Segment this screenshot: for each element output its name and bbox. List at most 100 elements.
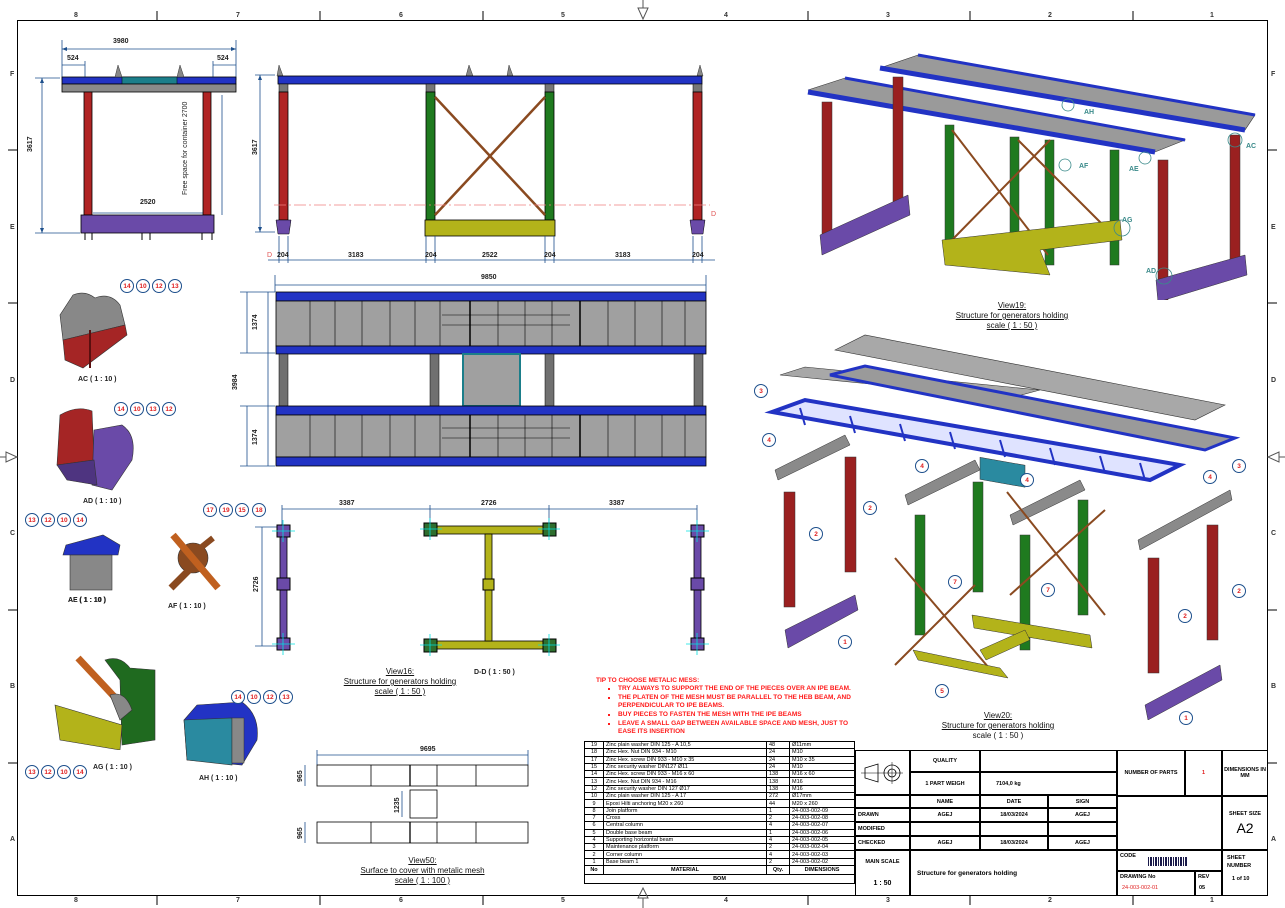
span-dim-4: 2522 — [482, 252, 498, 259]
view20-title: View20: — [983, 711, 1013, 720]
section-span-dim-3: 3387 — [609, 500, 625, 507]
detail-ae-balloon-3: 10 — [57, 513, 71, 527]
section-span-dim-1: 3387 — [339, 500, 355, 507]
bom-material: Zinc plain washer DIN 125 - A 10,5 — [603, 740, 767, 750]
bom-material: Zinc plain washer DIN 125 - A 17 — [603, 792, 767, 801]
zone-col-5-bottom: 5 — [561, 897, 565, 904]
tip-item: THE PLATEN OF THE MESH MUST BE PARALLEL … — [618, 694, 856, 710]
view20-balloon-2a: 2 — [809, 527, 823, 541]
zone-row-d-right: D — [1271, 377, 1277, 384]
detail-ah-drawing — [183, 701, 258, 766]
side-elevation-drawing — [255, 64, 715, 263]
view50-subtitle: Surface to cover with metalic mesh — [360, 866, 485, 875]
modified-sign — [1048, 822, 1117, 836]
detail-af-balloon-1: 17 — [203, 503, 217, 517]
number-of-parts-value: 1 — [1185, 750, 1222, 796]
detail-ah-balloon-2: 10 — [247, 690, 261, 704]
bom-dim: 24-003-002-03 — [789, 850, 855, 859]
zone-col-2: 2 — [1048, 12, 1052, 19]
detail-ae-caption: AE ( 1 : 10 ) — [68, 597, 107, 604]
sheet-size-cell: SHEET SIZE A2 — [1222, 796, 1268, 850]
tip-item: LEAVE A SMALL GAP BETWEEN AVAILABLE SPAC… — [618, 720, 856, 736]
bom-material: Epoxi Hilti anchoring M20 x 260 — [603, 799, 767, 808]
zone-row-c: C — [10, 530, 16, 537]
detail-ae-balloon-2: 12 — [41, 513, 55, 527]
section-dd-label: D-D ( 1 : 50 ) — [474, 669, 515, 676]
barcode-icon — [1148, 857, 1188, 866]
modified-name — [910, 822, 980, 836]
bom-dim: 24-003-002-09 — [789, 806, 855, 815]
bom-no: 15 — [584, 762, 604, 772]
view50-drawing — [304, 750, 529, 844]
bom-material: Zinc Hex. screw DIN 933 - M10 x 35 — [603, 755, 767, 764]
bom-qty: 1 — [766, 828, 790, 837]
view19-marker-af: AF — [1079, 163, 1089, 170]
detail-af-drawing — [168, 532, 221, 591]
view20-balloon-5: 5 — [935, 684, 949, 698]
view20-balloon-4d: 4 — [1203, 470, 1217, 484]
view20-balloon-4b: 4 — [915, 459, 929, 473]
modified-label: MODIFIED — [855, 822, 910, 836]
zone-row-f-right: F — [1271, 71, 1276, 78]
quality-label: QUALITY — [910, 750, 980, 772]
bom-material: Double base beam — [603, 828, 767, 837]
bom-no: 3 — [584, 843, 604, 852]
bom-no: 7 — [584, 813, 604, 823]
detail-ah-label: AH ( 1 : 10 ) — [199, 775, 238, 782]
view19-isometric-drawing — [807, 53, 1256, 300]
detail-ag-drawing — [54, 655, 156, 750]
sheet-size-value: A2 — [1236, 819, 1254, 836]
detail-af-label: AF ( 1 : 10 ) — [168, 603, 206, 610]
detail-ae-label: AF ( 1 : 10 ) — [68, 597, 106, 604]
drawn-date: 18/03/2024 — [980, 808, 1048, 822]
zone-row-e: E — [10, 224, 15, 231]
zone-col-3: 3 — [886, 12, 890, 19]
bom-qty: 44 — [766, 799, 790, 808]
bom-dim: 24-003-002-07 — [789, 821, 855, 830]
view50-middle-dim: 1235 — [394, 797, 401, 813]
detail-ag-balloon-1: 13 — [25, 765, 39, 779]
date-header: DATE — [980, 795, 1048, 808]
detail-ah-balloon-3: 12 — [263, 690, 277, 704]
detail-ae-drawing — [62, 534, 121, 591]
tip-item: TRY ALWAYS TO SUPPORT THE END OF THE PIE… — [618, 685, 856, 693]
code-cell: CODE — [1117, 850, 1222, 871]
bom-dim: M10 — [789, 748, 855, 757]
view20-balloon-3b: 3 — [1232, 459, 1246, 473]
modified-date — [980, 822, 1048, 836]
zone-col-6: 6 — [399, 12, 403, 19]
bom-qty: 2 — [766, 857, 790, 867]
zone-row-e-right: E — [1271, 224, 1276, 231]
bom-material: Supporting horizontal beam — [603, 835, 767, 845]
front-left-offset-dim: 524 — [67, 55, 79, 62]
detail-ag-label: AG ( 1 : 10 ) — [93, 764, 132, 771]
detail-ad-drawing — [56, 408, 134, 491]
zone-row-b-right: B — [1271, 683, 1277, 690]
main-scale-value: 1 : 50 — [873, 880, 892, 888]
bom-no: 18 — [584, 748, 604, 757]
view20-subtitle: Structure for generators holding — [941, 721, 1055, 730]
bom-no: 12 — [584, 784, 604, 794]
bom-qty: 24 — [766, 748, 790, 757]
bom-dim: 24-003-002-08 — [789, 813, 855, 823]
bom-qty: 272 — [766, 792, 790, 801]
view16-scale: scale ( 1 : 50 ) — [374, 687, 426, 696]
detail-ag-balloon-2: 12 — [41, 765, 55, 779]
front-right-offset-dim: 524 — [217, 55, 229, 62]
bom-qty: 138 — [766, 784, 790, 794]
bom-no: 17 — [584, 755, 604, 764]
section-marker-right: D — [711, 211, 717, 218]
detail-ac-balloon-2: 10 — [136, 279, 150, 293]
bom-dim: Ø17mm — [789, 792, 855, 801]
bom-dim: 24-003-002-05 — [789, 835, 855, 845]
detail-ad-balloon-1: 14 — [114, 402, 128, 416]
quality-value — [980, 750, 1117, 772]
bom-no: 13 — [584, 777, 604, 786]
detail-ad-balloon-2: 10 — [130, 402, 144, 416]
